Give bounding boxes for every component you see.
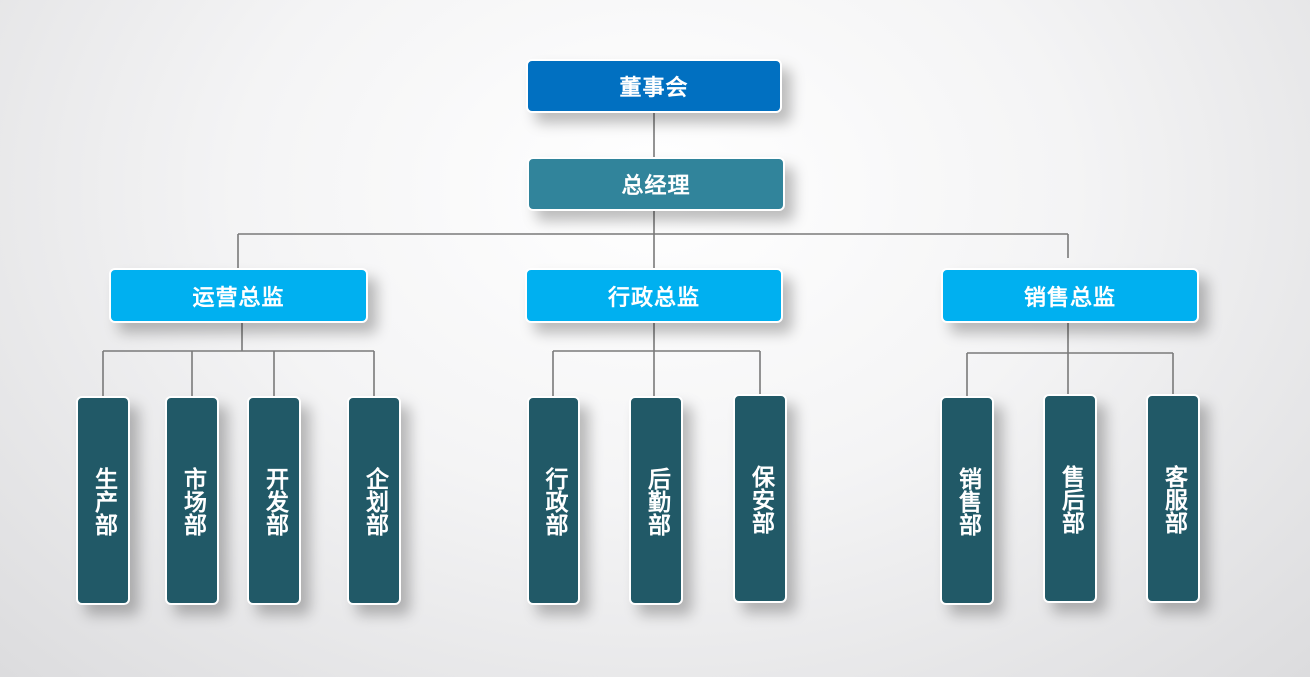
department-security: 保安部 xyxy=(733,394,787,603)
department-sales: 销售部 xyxy=(940,396,994,605)
department-customer-service: 客服部 xyxy=(1146,394,1200,603)
department-logistics: 后勤部 xyxy=(629,396,683,605)
director-administration: 行政总监 xyxy=(525,268,783,323)
department-planning: 企划部 xyxy=(347,396,401,605)
department-administration: 行政部 xyxy=(527,396,580,605)
department-development: 开发部 xyxy=(247,396,301,605)
director-operations: 运营总监 xyxy=(109,268,368,323)
department-marketing: 市场部 xyxy=(165,396,219,605)
general-manager-node: 总经理 xyxy=(527,157,785,211)
director-sales: 销售总监 xyxy=(941,268,1199,323)
board-node: 董事会 xyxy=(526,59,782,113)
department-after-sales: 售后部 xyxy=(1043,394,1097,603)
department-production: 生产部 xyxy=(76,396,130,605)
